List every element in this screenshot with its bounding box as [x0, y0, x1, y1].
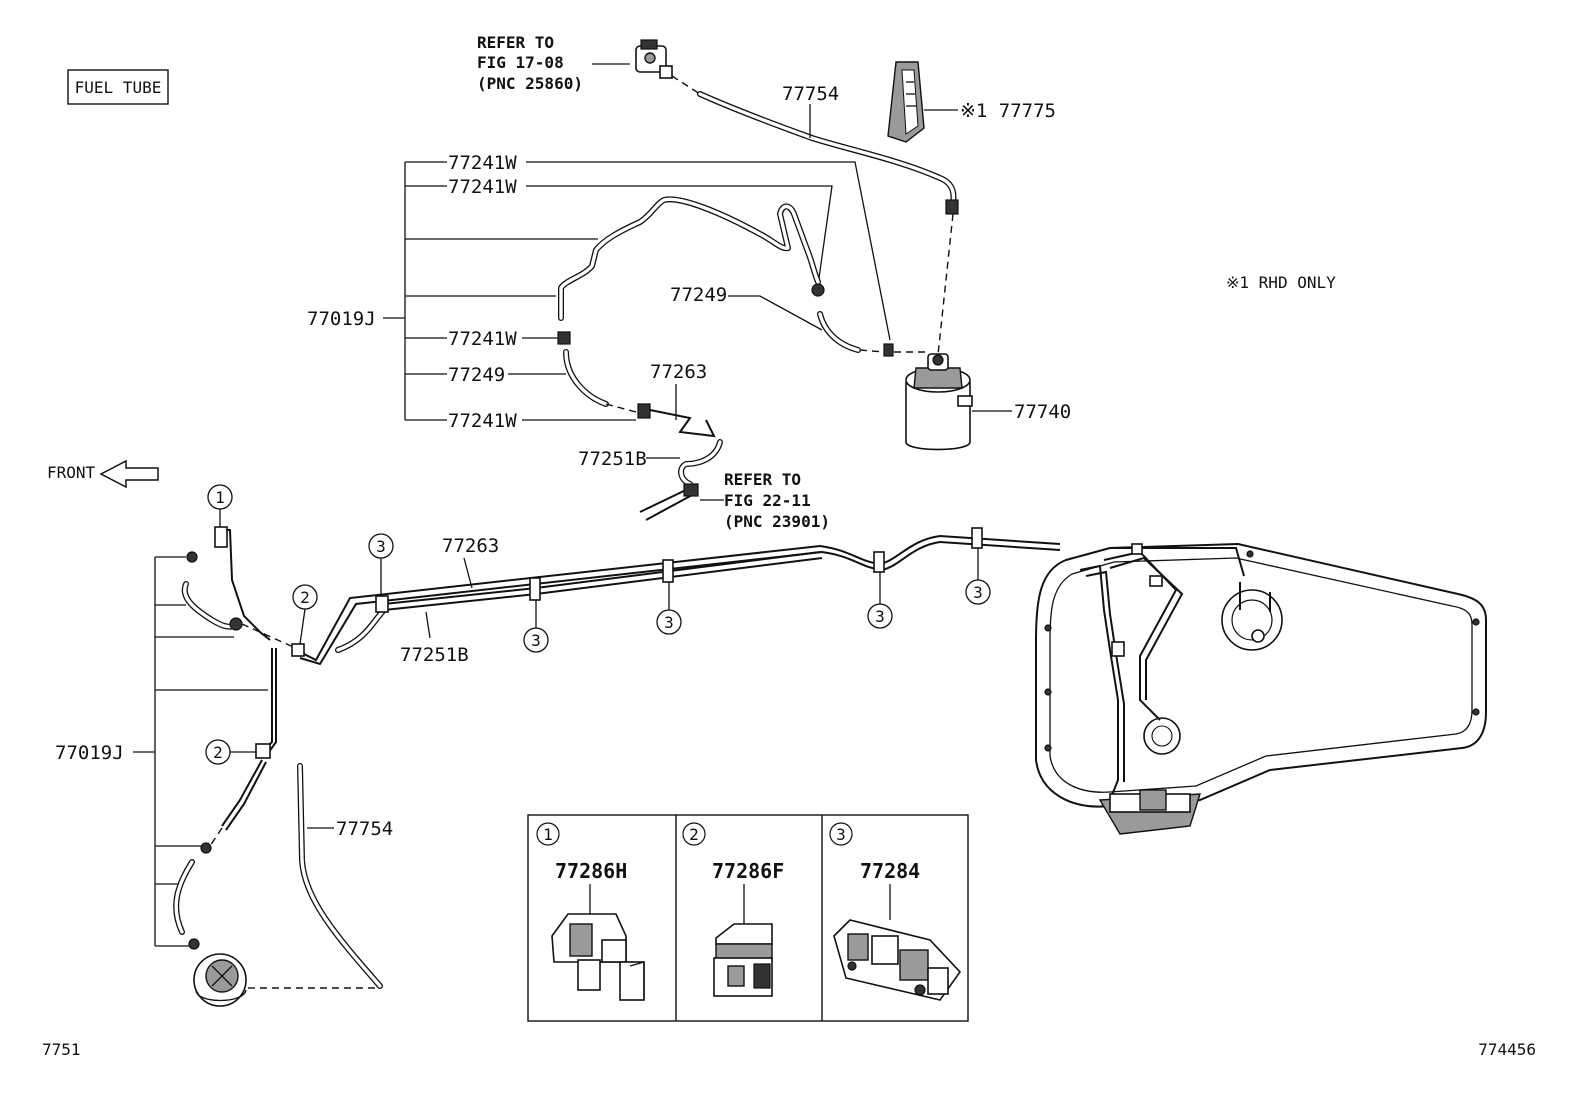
svg-text:3: 3 — [875, 607, 885, 626]
refer-mid-line2: FIG 22-11 — [724, 491, 811, 510]
callout-3-d: 3 — [867, 572, 893, 629]
label-77251b-top: 77251B — [578, 448, 647, 470]
callout-1-main: 1 — [207, 484, 233, 527]
main-fuel-tubes — [291, 527, 1061, 666]
vapor-hose-77249-a — [817, 311, 928, 357]
refer-top: REFER TO FIG 17-08 (PNC 25860) — [477, 33, 673, 93]
front-arrow-icon — [99, 459, 159, 489]
callout-3-a: 3 — [368, 533, 394, 596]
legend-3-part: 77284 — [860, 859, 920, 883]
label-77263-main: 77263 — [442, 535, 499, 557]
label-77249-a: 77249 — [670, 284, 727, 306]
vapor-hose-77754-left — [297, 763, 383, 989]
refer-top-line3: (PNC 25860) — [477, 74, 583, 93]
front-label: FRONT — [47, 463, 96, 482]
svg-text:2: 2 — [689, 825, 699, 844]
legend-1: 1 77286H — [536, 822, 645, 1001]
fuel-tank-icon — [1035, 542, 1487, 835]
label-77754-left: 77754 — [336, 818, 393, 840]
front-indicator: FRONT — [47, 459, 159, 489]
charcoal-canister-icon — [905, 353, 973, 451]
filler-neck-icon — [193, 953, 247, 1007]
refer-mid: REFER TO FIG 22-11 (PNC 23901) — [639, 470, 830, 531]
purge-valve-icon — [635, 39, 673, 79]
title-text: FUEL TUBE — [75, 78, 162, 97]
callout-3-e: 3 — [965, 548, 991, 605]
label-77241w-a: 77241W — [448, 152, 517, 174]
refer-mid-line1: REFER TO — [724, 470, 801, 489]
rhd-note: ※1 RHD ONLY — [1226, 273, 1336, 292]
label-77251b-main: 77251B — [400, 644, 469, 666]
label-77263-top: 77263 — [650, 361, 707, 383]
clip-77241w-c-icon — [557, 331, 571, 345]
label-77249-b: 77249 — [448, 364, 505, 386]
bracket-77019j-left — [133, 556, 268, 947]
vapor-tube-upper — [558, 196, 825, 321]
refer-top-line2: FIG 17-08 — [477, 53, 564, 72]
callout-2-upper: 2 — [292, 584, 318, 645]
title-box: FUEL TUBE — [67, 69, 169, 105]
legend-1-part: 77286H — [555, 859, 627, 883]
svg-text:3: 3 — [973, 583, 983, 602]
callout-2-lower: 2 — [205, 739, 256, 765]
fuel-hose-77251b-top — [678, 439, 723, 487]
refer-top-line1: REFER TO — [477, 33, 554, 52]
legend-2-part: 77286F — [712, 859, 784, 883]
part-77775-icon — [887, 61, 925, 143]
label-77019j-left: 77019J — [55, 742, 124, 764]
clip-77286h-icon — [551, 913, 645, 1001]
clip-77241w-d-icon — [637, 403, 651, 419]
callout-3-c: 3 — [656, 582, 682, 635]
refer-mid-line3: (PNC 23901) — [724, 512, 830, 531]
label-77019j-top: 77019J — [307, 308, 376, 330]
label-77241w-c: 77241W — [448, 328, 517, 350]
label-77754-top: 77754 — [782, 83, 839, 105]
fuel-tube-77263-top — [649, 409, 716, 438]
svg-text:3: 3 — [531, 631, 541, 650]
svg-text:2: 2 — [213, 743, 223, 762]
svg-text:2: 2 — [300, 588, 310, 607]
vapor-hose-77249-b — [563, 349, 637, 413]
footer-left: 7751 — [42, 1040, 81, 1059]
label-77775: ※1 77775 — [960, 100, 1056, 122]
svg-text:3: 3 — [664, 613, 674, 632]
legend-2: 2 77286F — [682, 822, 784, 997]
vapor-hose-upper — [671, 75, 959, 356]
label-77241w-b: 77241W — [448, 176, 517, 198]
svg-text:1: 1 — [543, 825, 553, 844]
callout-3-b: 3 — [523, 600, 549, 653]
label-77740: 77740 — [1014, 401, 1071, 423]
label-77241w-d: 77241W — [448, 410, 517, 432]
fuel-tube-left-assembly — [173, 526, 301, 950]
svg-text:1: 1 — [215, 488, 225, 507]
clip-77286f-icon — [713, 923, 773, 997]
bracket-77019j-top — [383, 161, 598, 421]
footer-right: 774456 — [1478, 1040, 1536, 1059]
clip-77284-icon — [833, 919, 962, 1001]
svg-text:3: 3 — [376, 537, 386, 556]
legend-3: 3 77284 — [829, 822, 962, 1001]
svg-text:3: 3 — [836, 825, 846, 844]
